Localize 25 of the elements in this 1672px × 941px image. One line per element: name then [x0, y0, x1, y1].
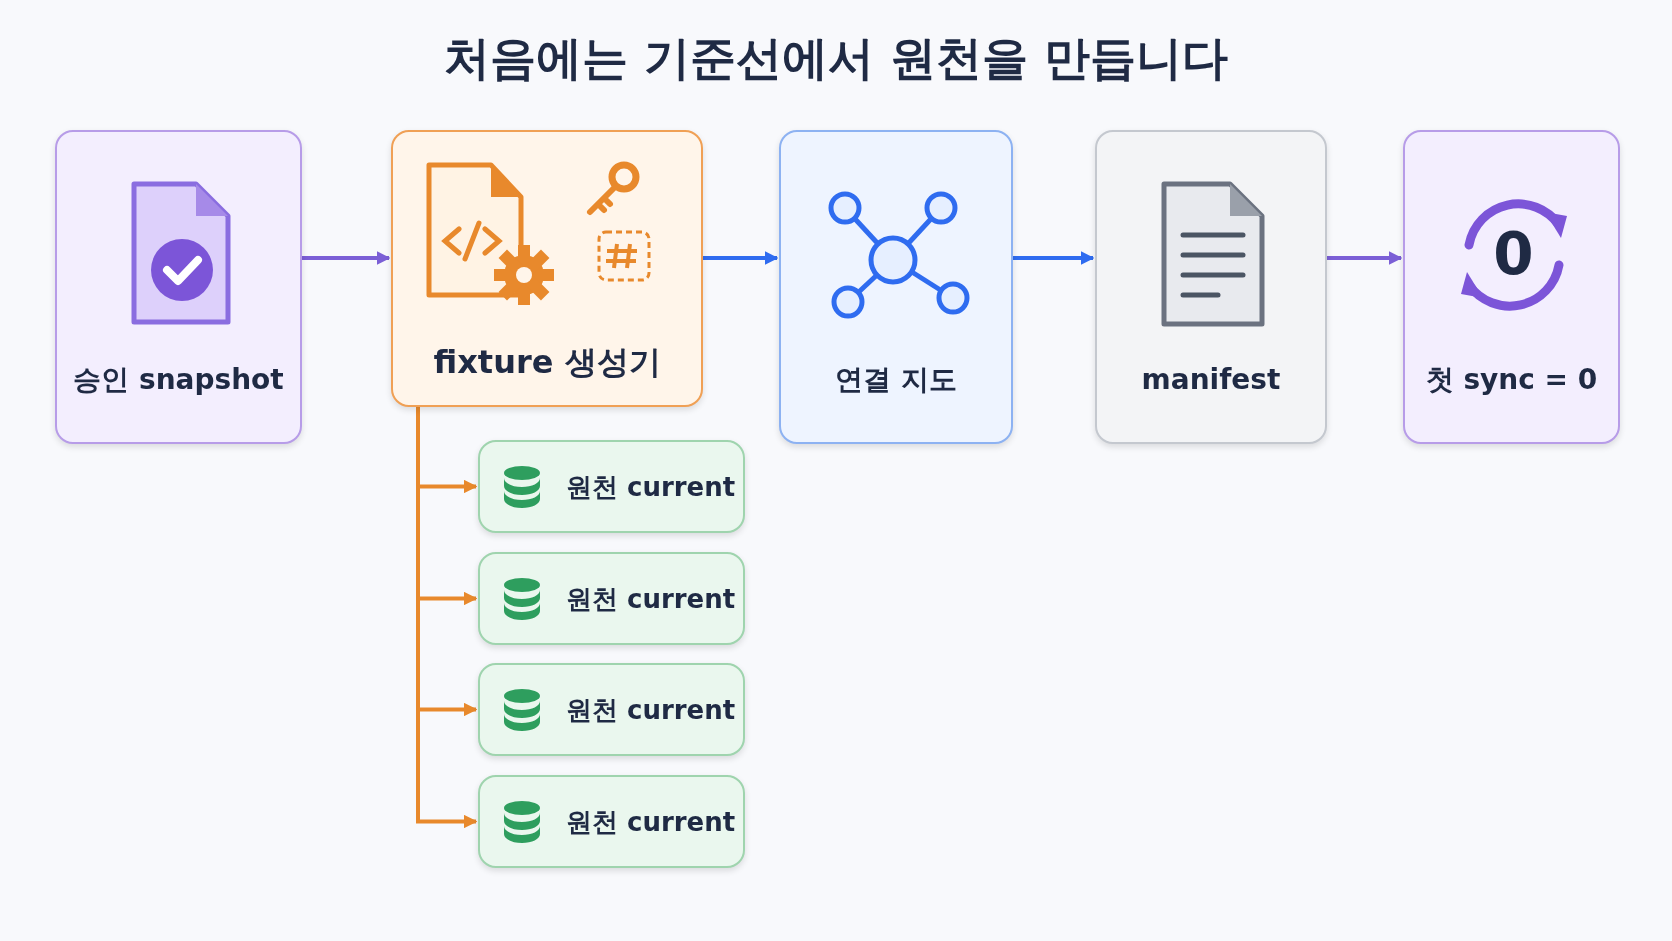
step-card	[55, 130, 302, 444]
step-label: 첫 sync = 0	[1424, 362, 1599, 398]
arrow	[703, 251, 779, 265]
arrow	[416, 407, 478, 829]
diagram-title: 처음에는 기준선에서 원천을 만듭니다	[442, 30, 1229, 87]
source-label: 원천 current	[566, 471, 736, 504]
source-label: 원천 current	[566, 806, 736, 839]
step-card	[1095, 130, 1327, 444]
source-card	[478, 663, 745, 756]
step-card	[391, 130, 703, 407]
step-label: 연결 지도	[834, 362, 958, 398]
source-label: 원천 current	[566, 583, 736, 616]
source-card	[478, 775, 745, 868]
step-label: 승인 snapshot	[72, 362, 285, 398]
step-label: manifest	[1140, 362, 1282, 398]
source-card	[478, 440, 745, 533]
step-card	[1403, 130, 1620, 444]
source-label: 원천 current	[566, 694, 736, 727]
arrow	[302, 251, 391, 265]
arrow	[1327, 251, 1403, 265]
counter-value: 0	[1492, 222, 1535, 286]
step-label: fixture 생성기	[432, 342, 662, 382]
step-card	[779, 130, 1013, 444]
arrow	[1013, 251, 1095, 265]
source-card	[478, 552, 745, 645]
